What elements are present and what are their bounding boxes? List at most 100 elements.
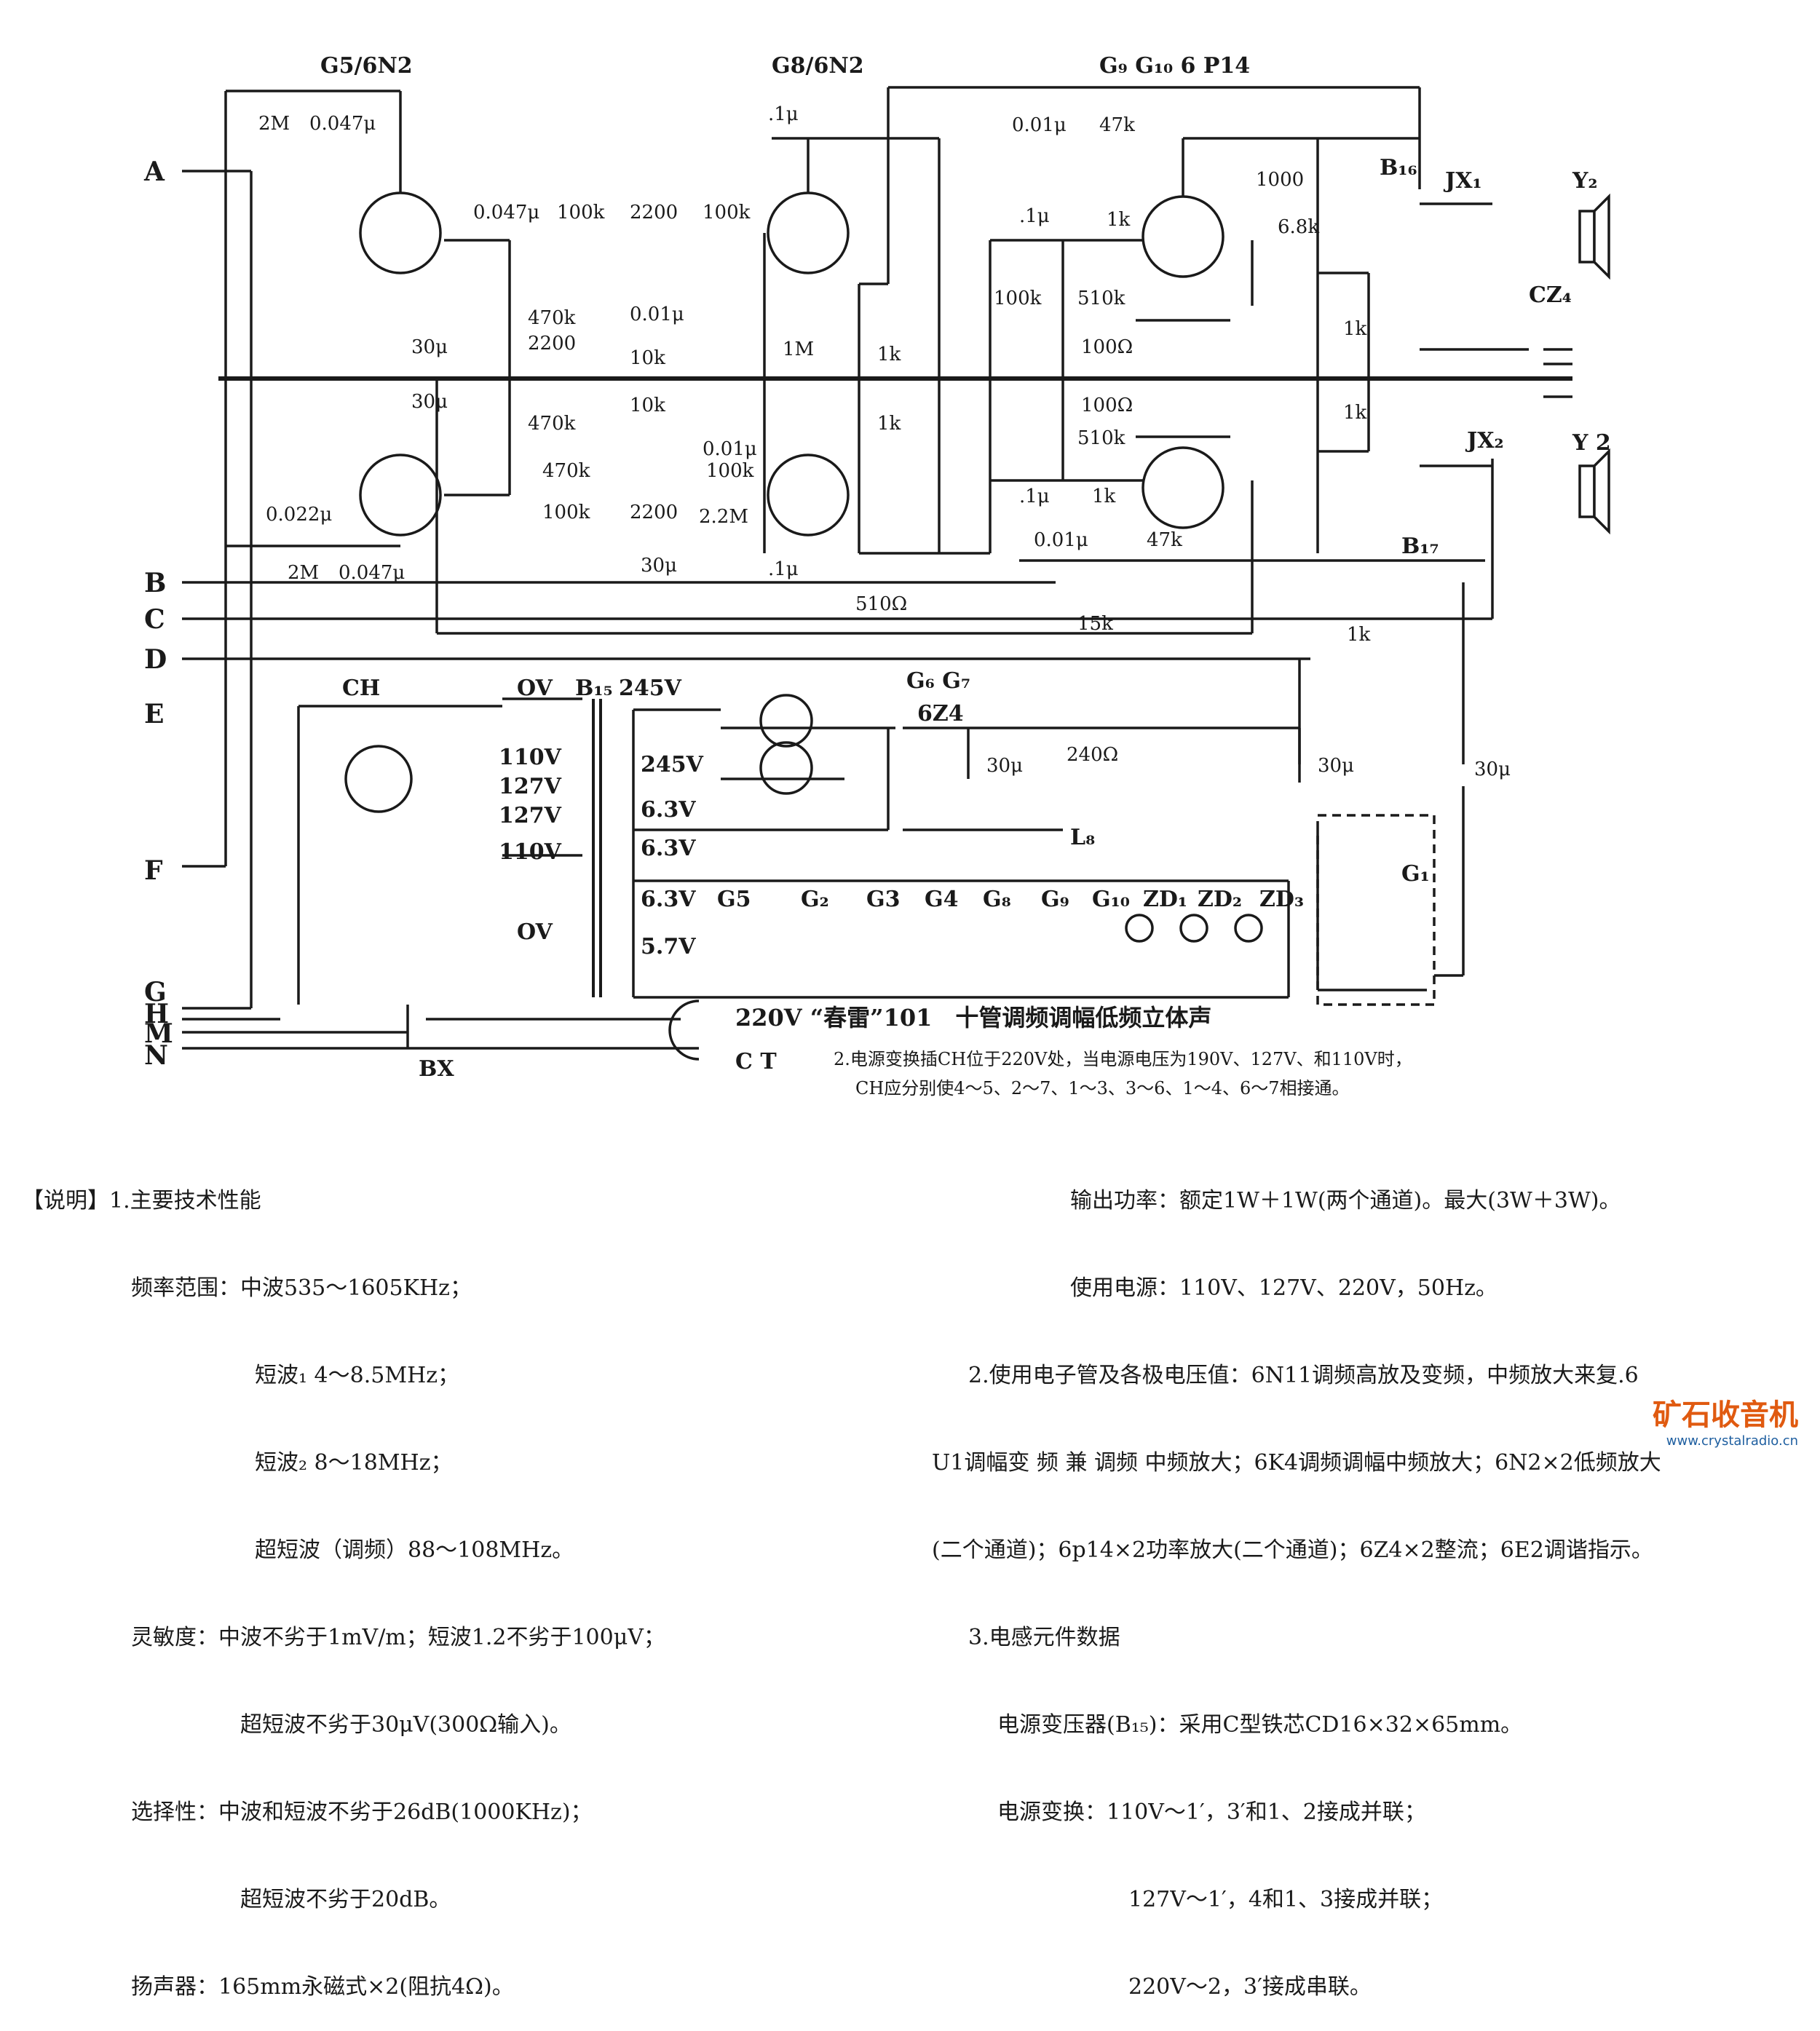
notes-left-line: 【说明】1.主要技术性能 <box>22 1188 261 1214</box>
transformer-s63c: 6.3V <box>641 887 696 912</box>
label-0047-bottom: 0.047μ <box>339 562 405 584</box>
notes-left-line: 短波₁ 4～8.5MHz； <box>255 1363 460 1388</box>
cz4-label: CZ₄ <box>1529 282 1572 308</box>
label-001-b: 0.01μ <box>703 438 757 460</box>
notes-right-line: 220V～2，3′接成串联。 <box>1128 1974 1372 2000</box>
lamp-zd1: ZD₁ <box>1143 887 1187 912</box>
filament-g8: G₈ <box>983 887 1011 912</box>
label-470k-c: 470k <box>542 460 590 482</box>
label-2200-a: 2200 <box>630 202 678 223</box>
label-100k-c: 100k <box>542 502 590 523</box>
ch-label: CH <box>342 676 380 701</box>
label-1k-b: 1k <box>877 413 901 435</box>
filament-g3: G3 <box>866 887 901 912</box>
notes-right-line: U1调幅变 频 兼 调频 中频放大；6K4调频调幅中频放大；6N2×2低频放大 <box>932 1450 1661 1476</box>
label-10k-a: 10k <box>630 347 665 369</box>
transformer-s63b: 6.3V <box>641 836 696 861</box>
jx1-label: JX₁ <box>1443 168 1482 194</box>
b16-label: B₁₆ <box>1380 155 1417 181</box>
diagram-title: 220V “春雷”101 十管调频调幅低频立体声 <box>735 1004 1212 1032</box>
label-0047-top: 0.047μ <box>309 113 376 135</box>
notes-left: 【说明】1.主要技术性能 频率范围：中波535～1605KHz； 短波₁ 4～8… <box>22 1128 665 2031</box>
notes-left-line: 超短波（调频）88～108MHz。 <box>255 1537 574 1563</box>
lamp-zd2: ZD₂ <box>1198 887 1242 912</box>
label-1k-c: 1k <box>1107 209 1131 231</box>
label-30u-d: 30μ <box>986 755 1023 777</box>
label-240ohm: 240Ω <box>1067 744 1118 766</box>
filament-g4: G4 <box>925 887 959 912</box>
port-e: E <box>144 699 164 729</box>
transformer-s63a: 6.3V <box>641 797 696 823</box>
transformer-p127b: 127V <box>499 803 562 828</box>
label-510ohm: 510Ω <box>855 593 907 615</box>
label-47k-b: 47k <box>1147 529 1182 551</box>
notes-right-line: 127V～1′，4和1、3接成并联； <box>1128 1887 1444 1912</box>
label-68k-a: 6.8k <box>1278 216 1319 238</box>
transformer-p110a: 110V <box>499 745 562 770</box>
transformer-g5-filament: G5 <box>717 887 751 912</box>
label-2200-c: 2200 <box>630 502 678 523</box>
label-1k-g: 1k <box>1347 624 1371 646</box>
label-2m-top: 2M <box>258 113 290 135</box>
label-001-c: 0.01μ <box>1012 114 1067 136</box>
notes-right-line: (二个通道)；6p14×2功率放大(二个通道)；6Z4×2整流；6E2调谐指示。 <box>932 1537 1653 1563</box>
transformer-label: B₁₅ <box>575 676 613 701</box>
notes-left-line: 短波₂ 8～18MHz； <box>255 1450 453 1476</box>
speaker-y2-label: Y 2 <box>1572 430 1611 456</box>
port-m: M <box>144 1018 173 1049</box>
port-a: A <box>143 157 165 187</box>
label-30u-mid: 30μ <box>411 391 448 413</box>
label-30u-c: 30μ <box>641 555 677 577</box>
tube-type-g6-g7: 6Z4 <box>917 701 964 727</box>
label-30u-f: 30μ <box>1474 759 1511 780</box>
label-2m-bottom: 2M <box>288 562 319 584</box>
transformer-s57: 5.7V <box>641 934 696 959</box>
label-30u-top: 30μ <box>411 336 448 358</box>
label-1k-f: 1k <box>1343 402 1367 424</box>
bx-label: BX <box>419 1056 454 1082</box>
transformer-ov-top: OV <box>517 676 553 701</box>
note2-line2: CH应分别使4～5、2～7、1～3、3～6、1～4、6～7相接通。 <box>855 1078 1350 1098</box>
label-1k-a: 1k <box>877 344 901 365</box>
notes-left-line: 灵敏度：中波不劣于1mV/m；短波1.2不劣于100μV； <box>131 1625 665 1650</box>
port-f: F <box>144 855 163 886</box>
filament-g2: G₂ <box>801 887 829 912</box>
tube-label-g8: G8/6N2 <box>772 53 864 79</box>
jx2-label: JX₂ <box>1465 428 1504 454</box>
notes-left-line: 扬声器：165mm永磁式×2(阻抗4Ω)。 <box>131 1974 514 2000</box>
transformer-245v: 245V <box>619 676 682 701</box>
port-b: B <box>144 568 166 598</box>
label-01-a: .1μ <box>768 103 799 125</box>
port-n: N <box>144 1040 168 1071</box>
notes-left-line: 超短波不劣于30μV(300Ω输入)。 <box>240 1712 571 1738</box>
port-g: G <box>144 977 167 1007</box>
schematic-diagram: A B C D E F G H M N G5/6N2 G8/6N2 G₉ G₁₀… <box>143 53 1611 1082</box>
notes-right-line: 2.使用电子管及各极电压值：6N11调频高放及变频，中频放大来复.6 <box>968 1363 1639 1388</box>
port-d: D <box>144 644 167 675</box>
ct-label: C T <box>735 1049 777 1074</box>
speaker-y1-label: Y₂ <box>1572 168 1598 194</box>
label-1000-a: 1000 <box>1256 169 1304 191</box>
notes-right-line: 3.电感元件数据 <box>968 1625 1120 1650</box>
tube-label-g9-g10: G₉ G₁₀ 6 P14 <box>1099 53 1250 79</box>
port-c: C <box>144 604 165 635</box>
transformer-s245: 245V <box>641 752 704 777</box>
filament-g10: G₁₀ <box>1092 887 1130 912</box>
label-10k-b: 10k <box>630 395 665 416</box>
label-1m: 1M <box>783 338 814 360</box>
label-01-d: .1μ <box>1019 486 1050 507</box>
label-470k-b: 470k <box>528 413 576 435</box>
watermark: 矿石收音机 www.crystalradio.cn <box>1653 1391 1798 1449</box>
label-001-a: 0.01μ <box>630 304 684 325</box>
label-100k-b: 100k <box>703 202 751 223</box>
label-1k-d: 1k <box>1092 486 1116 507</box>
notes-left-line: 频率范围：中波535～1605KHz； <box>131 1275 472 1301</box>
transformer-p127a: 127V <box>499 774 562 799</box>
notes-right-line: 电源变压器(B₁₅)：采用C型铁芯CD16×32×65mm。 <box>997 1712 1523 1738</box>
label-01-b: .1μ <box>768 558 799 580</box>
label-47k-a: 47k <box>1099 114 1135 136</box>
label-510k-b: 510k <box>1077 427 1125 449</box>
label-100ohm-b: 100Ω <box>1081 395 1133 416</box>
label-1k-e: 1k <box>1343 318 1367 340</box>
notes-left-line: 选择性：中波和短波不劣于26dB(1000KHz)； <box>131 1800 593 1825</box>
